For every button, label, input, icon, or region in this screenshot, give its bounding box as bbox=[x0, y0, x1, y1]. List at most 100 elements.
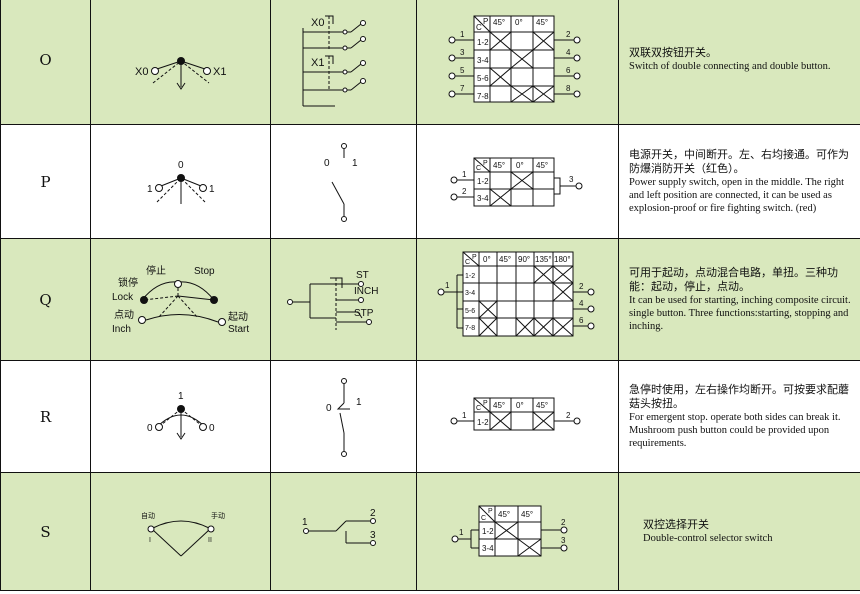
description-cell: 双联双按钮开关。 Switch of double connecting and… bbox=[618, 0, 860, 125]
table-row: Q 锁停 Lock 停止 Stop 点动 Inch bbox=[0, 238, 860, 361]
table-header: 45° bbox=[493, 161, 505, 170]
terminal-label: 3 bbox=[569, 175, 574, 184]
position-label: 自动 bbox=[141, 511, 155, 520]
position-diagram-cell: 1 0 0 bbox=[90, 360, 271, 473]
wiring-label: STP bbox=[354, 308, 374, 319]
terminal-label: 2 bbox=[566, 30, 571, 39]
position-label: 1 bbox=[147, 184, 153, 195]
wiring-symbol: ST INCH STP bbox=[286, 270, 378, 330]
position-label: Stop bbox=[194, 266, 215, 277]
description-english: It can be used for starting, inching com… bbox=[629, 295, 851, 332]
table-header: 45° bbox=[493, 18, 505, 27]
contact-label: 1-2 bbox=[482, 527, 494, 536]
table-row: O X0 X1 X0 X1 bbox=[0, 0, 860, 125]
handle-position-diagram: 0 1 1 bbox=[147, 160, 215, 204]
description-cell: 可用于起动，点动混合电路，单扭。三种功能：起动，停止，点动。 It can be… bbox=[618, 238, 860, 361]
terminal-label: 2 bbox=[462, 187, 467, 196]
position-label: 1 bbox=[178, 391, 184, 402]
handle-position-diagram: X0 X1 bbox=[135, 56, 226, 90]
position-diagram-cell: 0 1 1 bbox=[90, 124, 271, 239]
table-header: C bbox=[465, 259, 470, 266]
table-header: 45° bbox=[493, 401, 505, 410]
terminal-label: 1 bbox=[460, 30, 465, 39]
wiring-label: 1 bbox=[302, 517, 308, 528]
table-header: 180° bbox=[554, 255, 571, 264]
table-row: S 自动 手动 I II 1 2 bbox=[0, 472, 860, 591]
position-label: Inch bbox=[112, 324, 131, 335]
wiring-label: ST bbox=[356, 270, 369, 281]
terminal-label: 4 bbox=[579, 299, 584, 308]
wiring-symbol: 0 1 bbox=[326, 377, 362, 457]
wiring-label: X1 bbox=[311, 57, 324, 69]
position-label: 0 bbox=[209, 423, 215, 434]
table-header: 135° bbox=[535, 255, 552, 264]
position-label: II bbox=[208, 537, 212, 544]
table-row: R 1 0 0 bbox=[0, 360, 860, 473]
description-chinese: 双联双按钮开关。 bbox=[629, 46, 717, 59]
wiring-symbol-cell: 0 1 bbox=[270, 360, 417, 473]
wiring-label: 0 bbox=[326, 403, 332, 414]
wiring-label: X0 bbox=[311, 17, 324, 29]
terminal-label: 1 bbox=[462, 170, 467, 179]
terminal-label: 8 bbox=[566, 84, 571, 93]
contact-label: 3-4 bbox=[477, 56, 489, 65]
table-header: 45° bbox=[498, 510, 510, 519]
terminal-label: 3 bbox=[561, 536, 566, 545]
terminal-label: 1 bbox=[462, 411, 467, 420]
description-cell: 双控选择开关 Double-control selector switch bbox=[618, 472, 860, 591]
handle-position-diagram: 自动 手动 I II bbox=[141, 511, 225, 556]
description-chinese: 可用于起动，点动混合电路，单扭。三种功能：起动，停止，点动。 bbox=[629, 266, 838, 293]
table-header: 90° bbox=[518, 255, 530, 264]
table-header: C bbox=[476, 23, 482, 32]
position-label: 点动 bbox=[114, 309, 134, 321]
handle-position-diagram: 1 0 0 bbox=[147, 391, 215, 440]
table-row: P 0 1 1 0 1 bbox=[0, 124, 860, 239]
position-label: I bbox=[149, 537, 151, 544]
table-header: 0° bbox=[515, 18, 523, 27]
wiring-symbol-cell: 0 1 bbox=[270, 124, 417, 239]
contact-label: 1-2 bbox=[465, 273, 475, 280]
type-code: S bbox=[0, 472, 91, 591]
description-chinese: 急停时使用，左右操作均断开。可按要求配蘑菇头按扭。 bbox=[629, 383, 849, 410]
position-label: 1 bbox=[209, 184, 215, 195]
table-header: C bbox=[481, 515, 486, 522]
table-header: 45° bbox=[536, 18, 548, 27]
terminal-label: 2 bbox=[566, 411, 571, 420]
wiring-label: 1 bbox=[356, 397, 362, 408]
terminal-label: 7 bbox=[460, 84, 465, 93]
terminal-label: 3 bbox=[460, 48, 465, 57]
table-header: C bbox=[476, 405, 481, 412]
wiring-symbol-cell: X0 X1 bbox=[270, 0, 417, 125]
table-header: P bbox=[483, 17, 488, 26]
wiring-symbol-cell: 1 2 3 bbox=[270, 472, 417, 591]
table-header: C bbox=[476, 165, 481, 172]
contact-table: C P 45° 0° 45° 1-2 3-4 3 1 2 bbox=[450, 157, 582, 206]
description-english: Double-control selector switch bbox=[643, 533, 773, 544]
table-header: P bbox=[483, 160, 488, 167]
contact-label: 1-2 bbox=[477, 418, 489, 427]
type-code: R bbox=[0, 360, 91, 473]
description-cell: 电源开关，中间断开。左、右均接通。可作为防爆消防开关（红色）。 Power su… bbox=[618, 124, 860, 239]
position-label: 停止 bbox=[146, 264, 166, 277]
contact-table: C P 0° 45° 90° 135° 180° 1-2 3-4 5-6 7-8 bbox=[437, 251, 594, 336]
contact-table: C P 45° 45° 1-2 3-4 1 2 3 bbox=[451, 505, 567, 556]
terminal-label: 1 bbox=[445, 281, 450, 290]
terminal-label: 6 bbox=[579, 316, 584, 325]
table-header: P bbox=[472, 254, 477, 261]
contact-label: 3-4 bbox=[482, 544, 494, 553]
description-english: Power supply switch, open in the middle.… bbox=[629, 177, 845, 214]
wiring-label: 3 bbox=[370, 530, 376, 541]
terminal-label: 5 bbox=[460, 66, 465, 75]
table-header: 0° bbox=[516, 401, 524, 410]
position-label: 0 bbox=[178, 160, 184, 171]
table-header: P bbox=[488, 508, 493, 515]
terminal-label: 1 bbox=[459, 528, 464, 537]
contact-label: 1-2 bbox=[477, 177, 489, 186]
wiring-symbol-cell: ST INCH STP bbox=[270, 238, 417, 361]
contact-table-cell: C P 0° 45° 90° 135° 180° 1-2 3-4 5-6 7-8 bbox=[416, 238, 619, 361]
position-label: 起动 bbox=[228, 311, 248, 323]
wiring-label: 0 bbox=[324, 158, 330, 169]
terminal-label: 6 bbox=[566, 66, 571, 75]
type-code: Q bbox=[0, 238, 91, 361]
